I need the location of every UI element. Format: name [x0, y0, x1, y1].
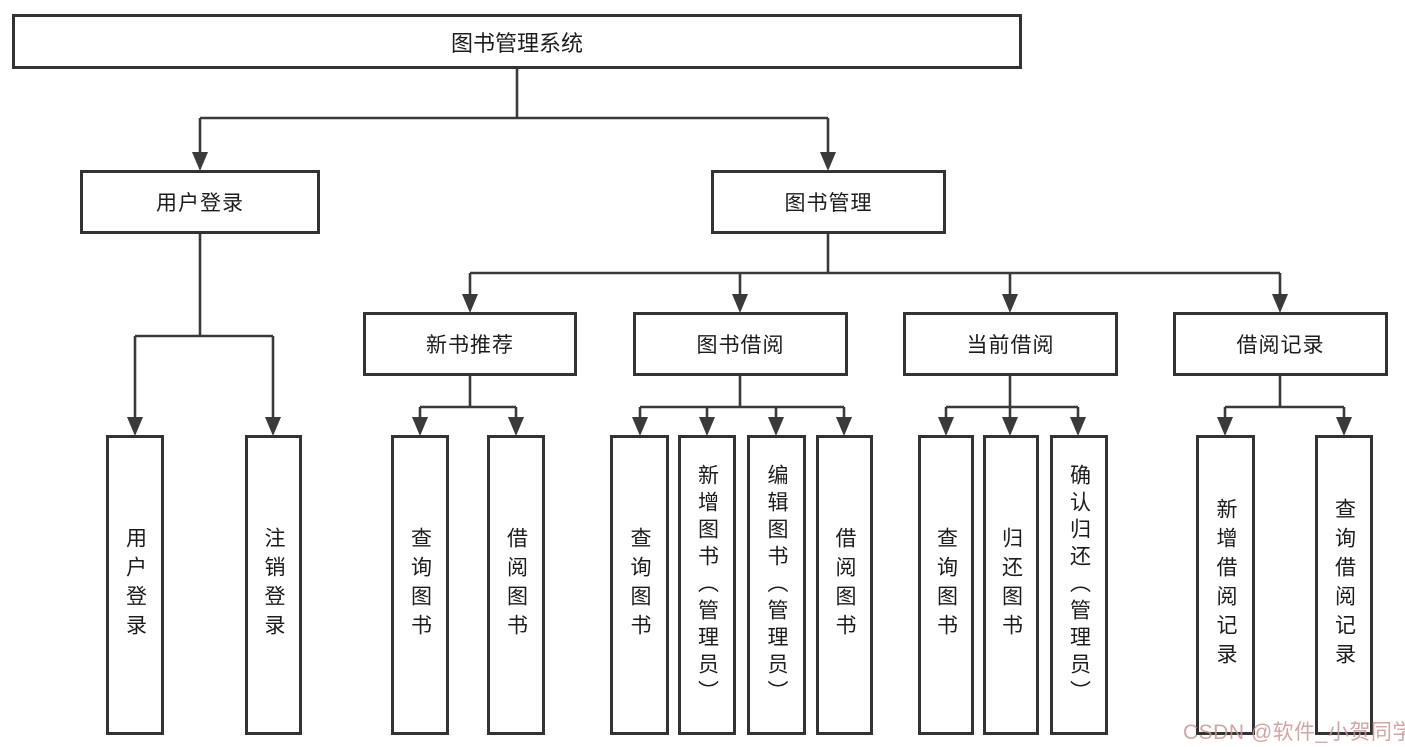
- node-label: 新书推荐: [426, 334, 514, 357]
- node-user-login: 用户登录: [80, 170, 320, 234]
- node-current-borrow: 当前借阅: [903, 312, 1118, 376]
- leaf-logout: 注销登录: [245, 435, 302, 735]
- leaf-confirm-return-admin: 确认归还（管理员）: [1050, 435, 1108, 735]
- node-label: 图书借阅: [696, 334, 785, 357]
- leaf-query-books-borrow: 查询图书: [610, 435, 669, 735]
- leaf-return-book: 归还图书: [983, 435, 1039, 735]
- node-label: 当前借阅: [966, 334, 1055, 357]
- node-label: 图书管理: [784, 192, 873, 215]
- node-label: 用户登录: [123, 527, 147, 643]
- node-label: 查询图书: [934, 527, 958, 643]
- leaf-add-borrow-record: 新增借阅记录: [1196, 435, 1255, 735]
- leaf-add-book-admin: 新增图书（管理员）: [678, 435, 736, 735]
- node-label: 图书管理系统: [450, 30, 583, 56]
- leaf-borrow-books: 借阅图书: [816, 435, 873, 735]
- node-label: 借阅记录: [1236, 334, 1325, 357]
- node-label: 新增借阅记录: [1214, 498, 1237, 672]
- node-label: 编辑图书（管理员）: [765, 463, 788, 707]
- node-label: 查询图书: [628, 527, 651, 643]
- node-new-book-recommend: 新书推荐: [363, 312, 577, 376]
- leaf-edit-book-admin: 编辑图书（管理员）: [747, 435, 806, 735]
- node-label: 借阅图书: [504, 527, 528, 643]
- node-book-management: 图书管理: [711, 170, 946, 234]
- leaf-query-books-current: 查询图书: [918, 435, 974, 735]
- leaf-borrow-books-recommend: 借阅图书: [487, 435, 545, 735]
- node-label: 借阅图书: [833, 527, 856, 643]
- node-label: 确认归还（管理员）: [1067, 463, 1091, 707]
- csdn-watermark: CSDN @软件_小贺同学: [1183, 721, 1405, 744]
- node-label: 查询图书: [408, 527, 432, 643]
- node-label: 查询借阅记录: [1332, 498, 1356, 672]
- node-label: 新增图书（管理员）: [695, 463, 719, 707]
- node-label: 注销登录: [262, 527, 285, 643]
- node-borrow-records: 借阅记录: [1173, 312, 1388, 376]
- leaf-user-login: 用户登录: [106, 435, 164, 735]
- node-label: 归还图书: [999, 527, 1023, 643]
- node-label: 用户登录: [156, 192, 244, 215]
- node-library-management-system: 图书管理系统: [12, 14, 1022, 69]
- leaf-query-books-recommend: 查询图书: [391, 435, 449, 735]
- node-book-borrow: 图书借阅: [633, 312, 848, 376]
- leaf-query-borrow-record: 查询借阅记录: [1315, 435, 1373, 735]
